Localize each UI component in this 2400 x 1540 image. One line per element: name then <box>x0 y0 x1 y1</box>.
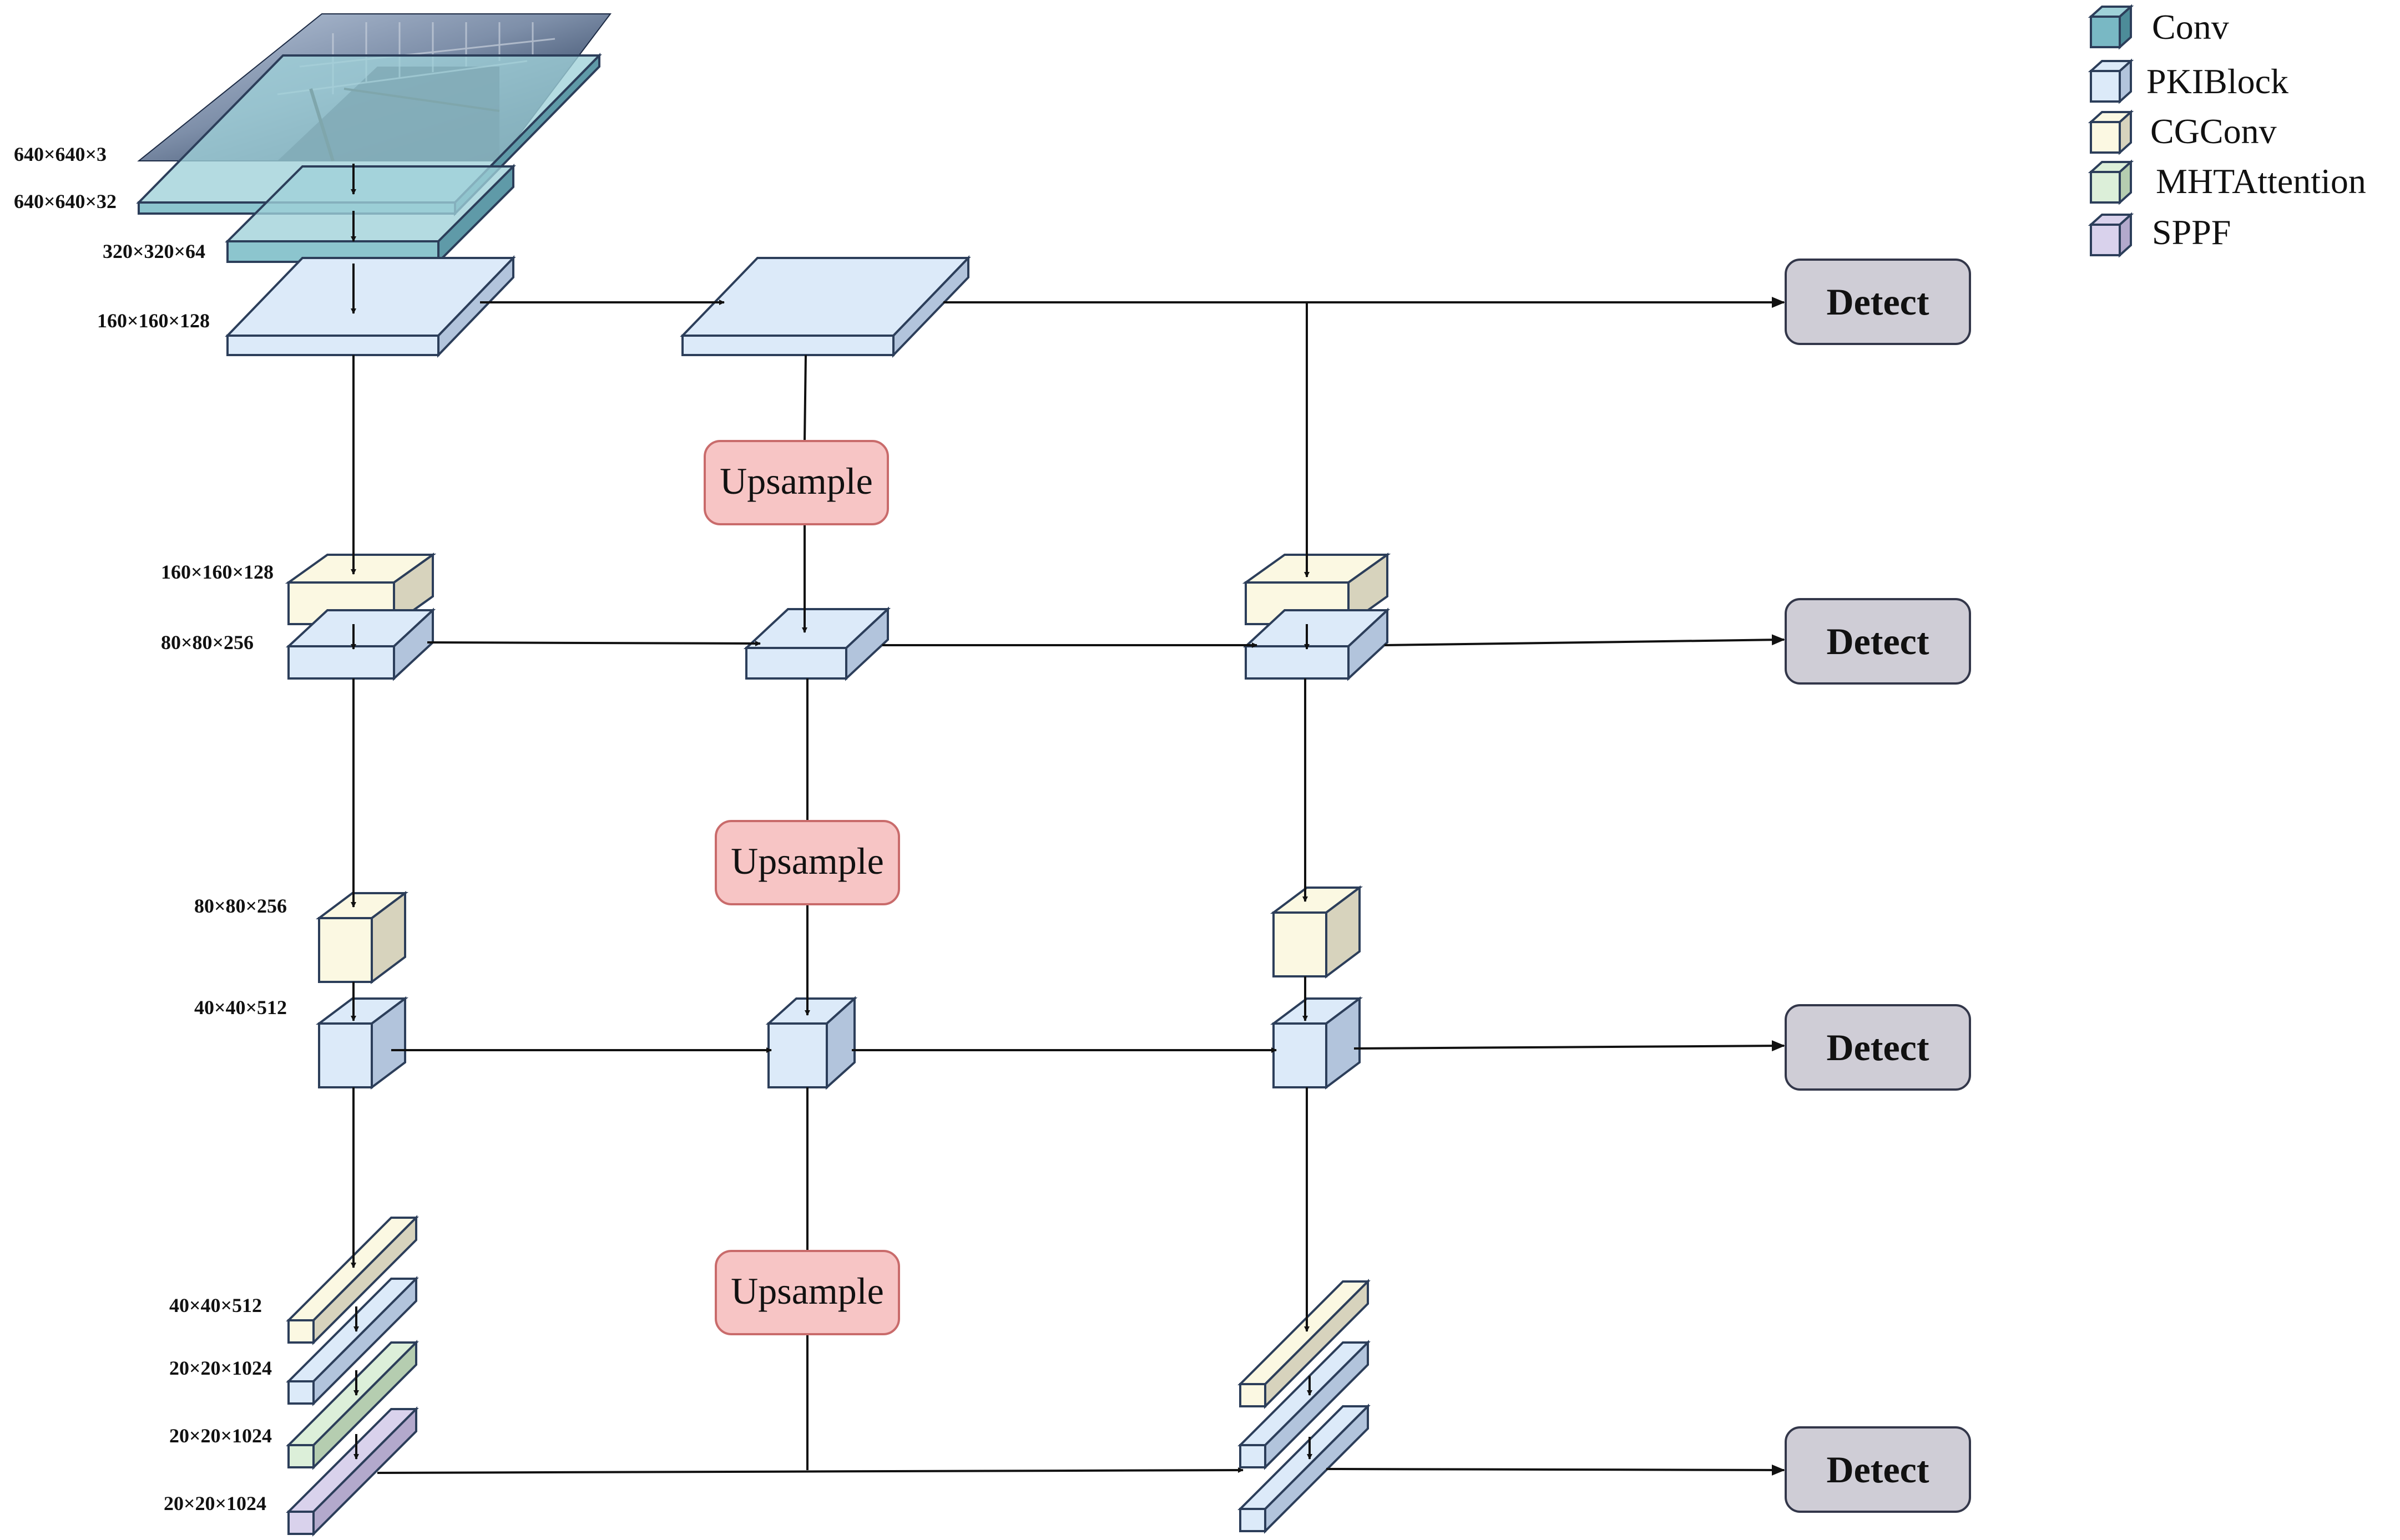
connections <box>351 164 1785 1476</box>
detect-box-3: Detect <box>1785 1004 1971 1091</box>
dim-label-pki1: 160×160×128 <box>97 310 210 332</box>
cgconv-cube-row3-col3 <box>1270 885 1363 979</box>
dim-label-cgconv-row3: 80×80×256 <box>194 895 287 917</box>
dim-label-sppf-row4: 20×20×1024 <box>164 1492 266 1514</box>
legend-label-conv: Conv <box>2152 7 2229 47</box>
detect-label-4: Detect <box>1827 1448 1929 1491</box>
cgconv-cube-row3-col1 <box>316 891 408 984</box>
sppf-bar-row4-col1 <box>286 1406 419 1537</box>
dim-label-input: 640×640×3 <box>14 143 107 165</box>
pkiblock-cube-row3-col2 <box>765 996 858 1090</box>
dim-label-pki-row4: 20×20×1024 <box>169 1357 272 1379</box>
dimension-labels: 640×640×3 640×640×32 320×320×64 160×160×… <box>14 143 287 1514</box>
upsample-label-3: Upsample <box>731 1270 884 1312</box>
legend: Conv PKIBlock CGConv MHTAttention SPPF <box>2088 4 2366 258</box>
pkiblock-cube-row3-col1 <box>316 996 408 1090</box>
cgconv-bar-row4-col1 <box>286 1215 419 1345</box>
detect-label-1: Detect <box>1827 281 1929 323</box>
mhtattention-bar-row4-col1 <box>286 1340 419 1470</box>
cgconv-bar-row4-col3 <box>1237 1279 1371 1409</box>
upsample-box-2: Upsample <box>715 820 900 905</box>
upsample-label-1: Upsample <box>720 460 873 502</box>
dim-label-pki-row3: 40×40×512 <box>194 996 287 1019</box>
pkiblock-bar-row4-col3-b <box>1237 1404 1371 1534</box>
legend-label-sppf: SPPF <box>2152 212 2231 252</box>
detect-label-2: Detect <box>1827 620 1929 662</box>
detect-box-2: Detect <box>1785 598 1971 685</box>
legend-label-mhtattention: MHTAttention <box>2156 161 2366 201</box>
pkiblock-cube-row3-col3 <box>1270 996 1363 1090</box>
legend-item-cgconv: CGConv <box>2088 109 2277 155</box>
detect-label-3: Detect <box>1827 1026 1929 1068</box>
upsample-box-1: Upsample <box>704 440 889 525</box>
dim-label-pki-row2: 80×80×256 <box>161 631 254 654</box>
dim-label-cgconv-row2: 160×160×128 <box>161 561 274 583</box>
detect-box-1: Detect <box>1785 259 1971 345</box>
pkiblock-row2-col3 <box>1242 607 1391 681</box>
legend-item-pkiblock: PKIBlock <box>2088 58 2288 104</box>
upsample-box-3: Upsample <box>715 1250 900 1335</box>
dim-label-mht-row4: 20×20×1024 <box>169 1425 272 1447</box>
legend-label-cgconv: CGConv <box>2150 112 2277 151</box>
detect-box-4: Detect <box>1785 1426 1971 1513</box>
legend-item-mhtattention: MHTAttention <box>2088 159 2366 205</box>
pkiblock-row2-col2 <box>743 606 891 681</box>
conv-layer-2 <box>225 164 516 265</box>
upsample-label-2: Upsample <box>731 840 884 882</box>
dim-label-conv1: 640×640×32 <box>14 190 117 212</box>
pkiblock-row2-col1 <box>285 607 436 681</box>
legend-item-sppf: SPPF <box>2088 212 2231 258</box>
pkiblock-layer-top-mid <box>680 255 971 358</box>
legend-item-conv: Conv <box>2088 4 2229 50</box>
pkiblock-layer-1 <box>225 255 516 358</box>
pkiblock-bar-row4-col3-a <box>1237 1340 1371 1470</box>
dim-label-cgconv-row4: 40×40×512 <box>169 1294 262 1316</box>
legend-label-pkiblock: PKIBlock <box>2146 62 2288 101</box>
dim-label-conv2: 320×320×64 <box>103 240 205 262</box>
